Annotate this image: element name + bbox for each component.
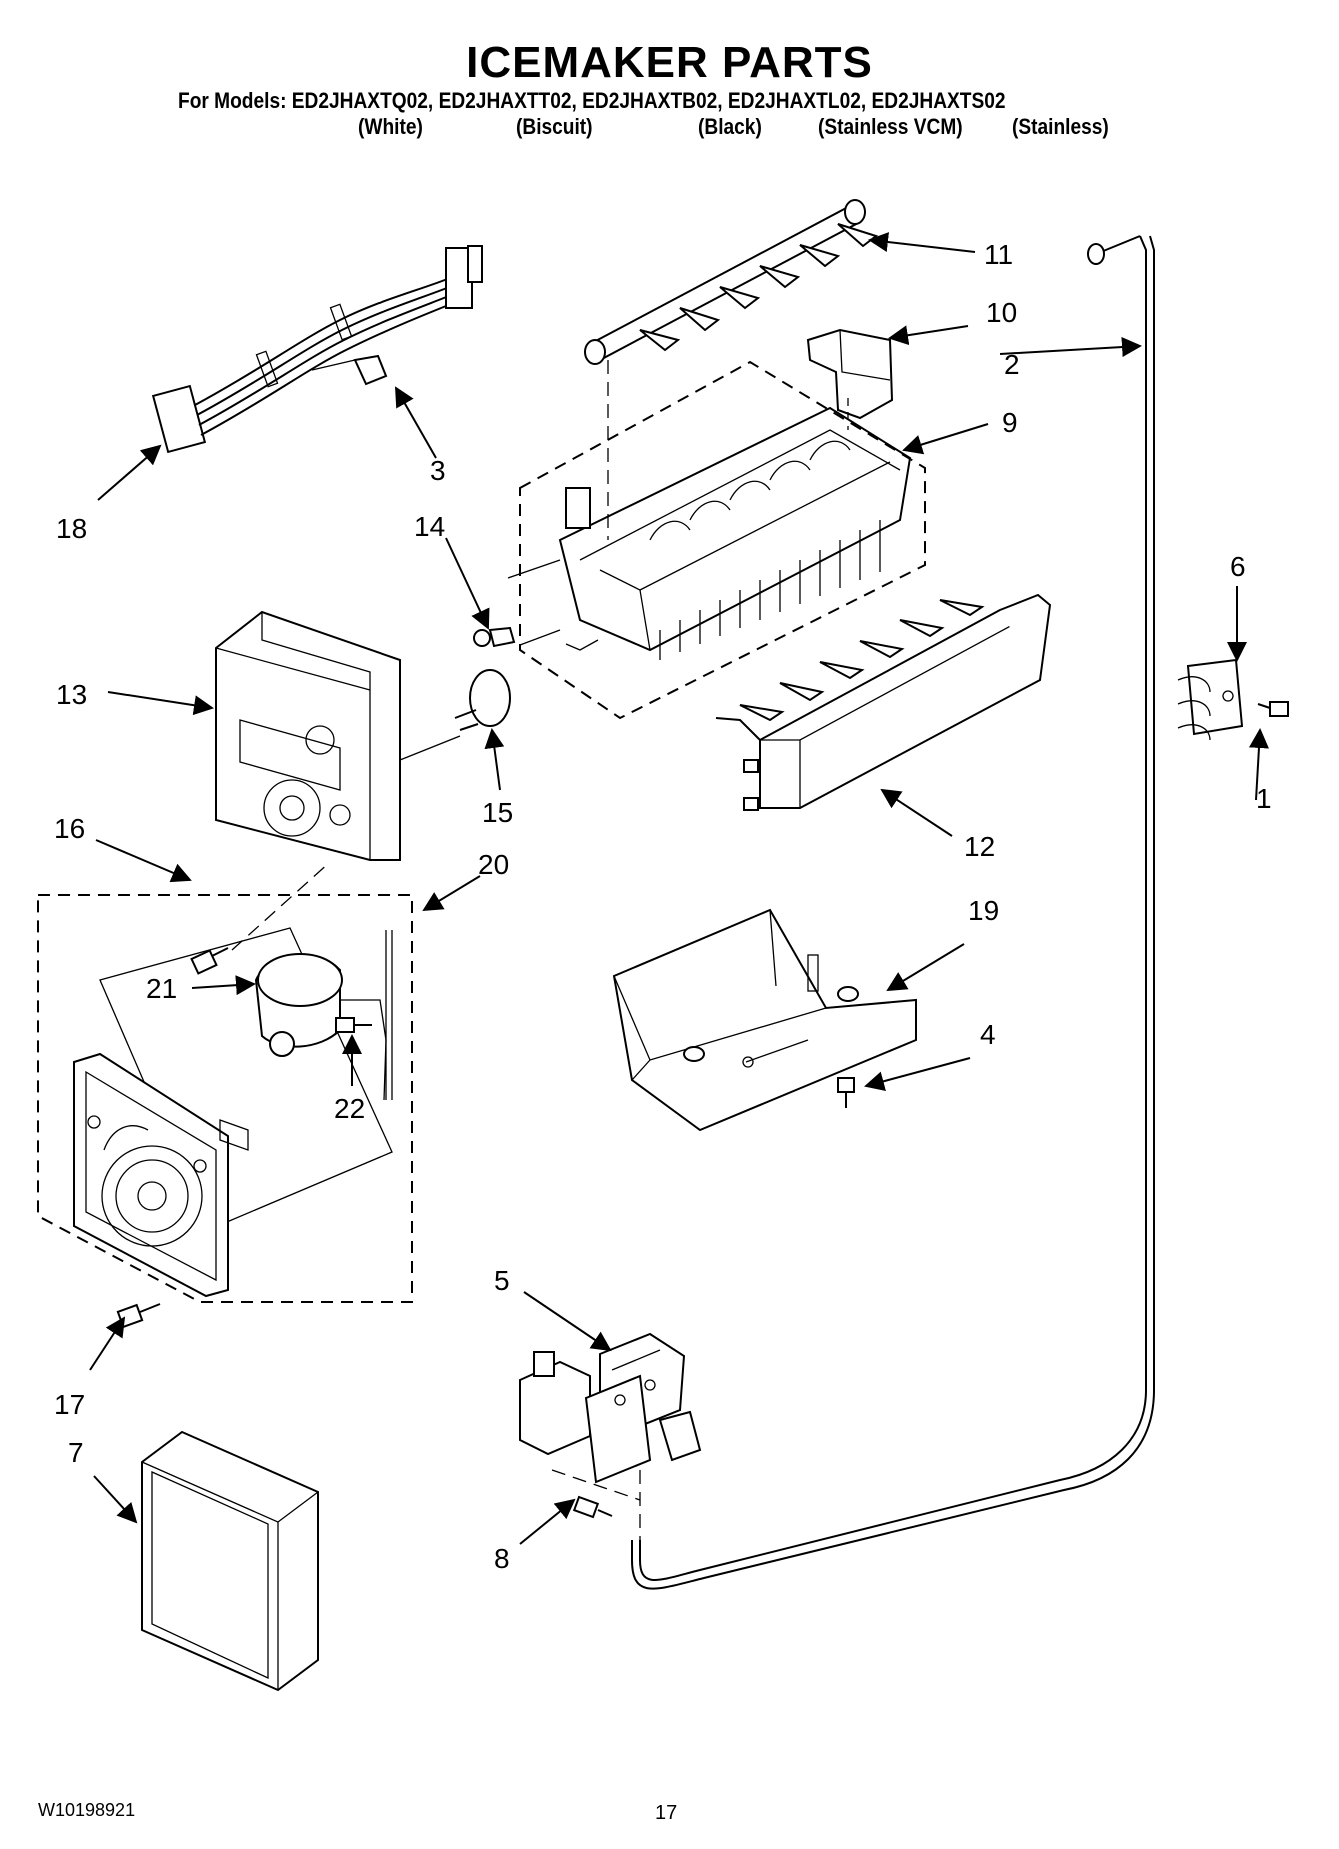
callout-12: 12 (964, 831, 995, 862)
callout-11: 11 (984, 239, 1013, 270)
models-line: For Models: ED2JHAXTQ02, ED2JHAXTT02, ED… (178, 88, 1006, 113)
callout-8: 8 (494, 1543, 510, 1574)
callout-3: 3 (430, 455, 446, 486)
color-black: (Black) (698, 114, 762, 139)
screw-16-path (231, 861, 331, 951)
callout-2: 2 (1004, 349, 1020, 380)
wire-clip (311, 354, 388, 386)
mold-assembly-outline (519, 360, 926, 720)
color-biscuit: (Biscuit) (516, 114, 593, 139)
screw-1 (1257, 701, 1289, 717)
callout-16: 16 (54, 813, 85, 844)
water-valve (519, 1332, 702, 1484)
callout-9: 9 (1002, 407, 1018, 438)
callout-15: 15 (482, 797, 513, 828)
motor-module-outline (37, 894, 413, 1303)
callout-20: 20 (478, 849, 509, 880)
ice-tray (612, 908, 917, 1132)
screw-4 (837, 1077, 855, 1108)
color-stainless: (Stainless) (1012, 114, 1109, 139)
callout-17: 17 (54, 1389, 85, 1420)
ejector-cover (806, 328, 894, 420)
thermostat-clip (473, 626, 516, 648)
color-white: (White) (358, 114, 423, 139)
tube-bracket (1177, 658, 1244, 741)
ejector (584, 199, 879, 365)
screw-8-path (551, 1469, 641, 1501)
callout-5: 5 (494, 1265, 510, 1296)
page-title: ICEMAKER PARTS (466, 38, 873, 87)
callout-1: 1 (1256, 783, 1272, 814)
callout-21: 21 (146, 973, 177, 1004)
callout-18: 18 (56, 513, 87, 544)
fill-tube (631, 235, 1155, 1590)
callout-13: 13 (56, 679, 87, 710)
thermostat (454, 669, 511, 731)
document-code: W10198921 (38, 1800, 136, 1820)
icemaker-mold (507, 406, 912, 660)
timing-motor (254, 930, 393, 1101)
callout-7: 7 (68, 1437, 84, 1468)
callout-10: 10 (986, 297, 1017, 328)
screw-16 (190, 947, 229, 975)
motor-module-board (73, 1052, 249, 1298)
callout-6: 6 (1230, 551, 1246, 582)
color-stainless-vcm: (Stainless VCM) (818, 114, 963, 139)
page-number: 17 (655, 1802, 678, 1824)
leader-arrows (89, 232, 1269, 1545)
screw-8 (572, 1495, 613, 1519)
callout-22: 22 (334, 1093, 365, 1124)
callout-14: 14 (414, 511, 445, 542)
motor-screw (335, 1017, 372, 1033)
wire-harness (151, 245, 483, 454)
callout-19: 19 (968, 895, 999, 926)
ice-stripper (715, 593, 1052, 811)
control-housing (215, 610, 461, 861)
screw-17 (116, 1303, 161, 1329)
callout-4: 4 (980, 1019, 996, 1050)
filter-pad (141, 1430, 319, 1692)
